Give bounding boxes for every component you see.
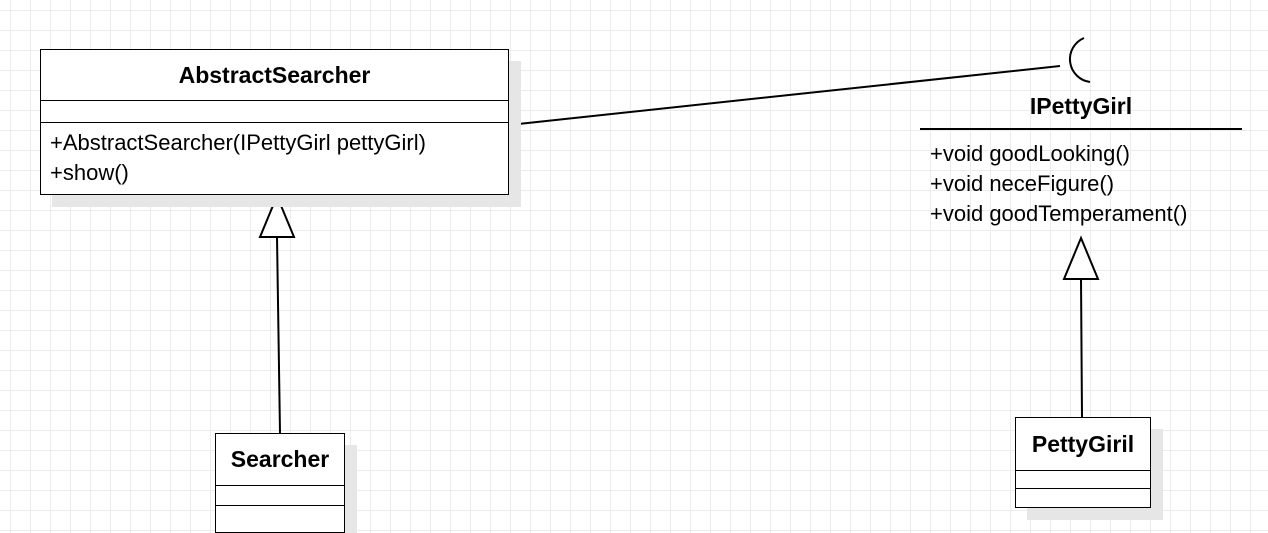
interface-dependency-line (508, 65, 1061, 126)
connectors (258, 37, 1100, 434)
operation-item: +show() (50, 160, 129, 185)
class-name: PettyGiril (1031, 431, 1135, 457)
class-abstract-searcher[interactable]: AbstractSearcher +AbstractSearcher(IPett… (40, 49, 509, 195)
operations-section: +void goodLooking() +void neceFigure() +… (920, 130, 1242, 229)
class-pettygiril[interactable]: PettyGiril (1015, 417, 1151, 508)
generalization-line (276, 236, 281, 434)
realization-arrowhead (1062, 235, 1100, 280)
interface-ipettygirl[interactable]: IPettyGirl +void goodLooking() +void nec… (920, 88, 1242, 229)
required-interface-socket (1068, 37, 1091, 83)
attributes-section (41, 100, 508, 122)
operations-section (1016, 488, 1150, 489)
attributes-section (216, 485, 344, 505)
operation-item: +AbstractSearcher(IPettyGirl pettyGirl) (50, 130, 426, 155)
generalization-arrowhead (258, 193, 296, 238)
operation-item: +void goodTemperament() (930, 201, 1188, 226)
class-name: Searcher (230, 446, 330, 472)
realization-line (1080, 278, 1083, 418)
attributes-section (1016, 470, 1150, 488)
class-name: AbstractSearcher (178, 62, 371, 88)
operations-section: +AbstractSearcher(IPettyGirl pettyGirl) … (41, 122, 508, 188)
operation-item: +void neceFigure() (930, 171, 1115, 196)
interface-name: IPettyGirl (920, 88, 1242, 130)
class-searcher[interactable]: Searcher (215, 433, 345, 533)
operation-item: +void goodLooking() (930, 141, 1130, 166)
operations-section (216, 505, 344, 506)
